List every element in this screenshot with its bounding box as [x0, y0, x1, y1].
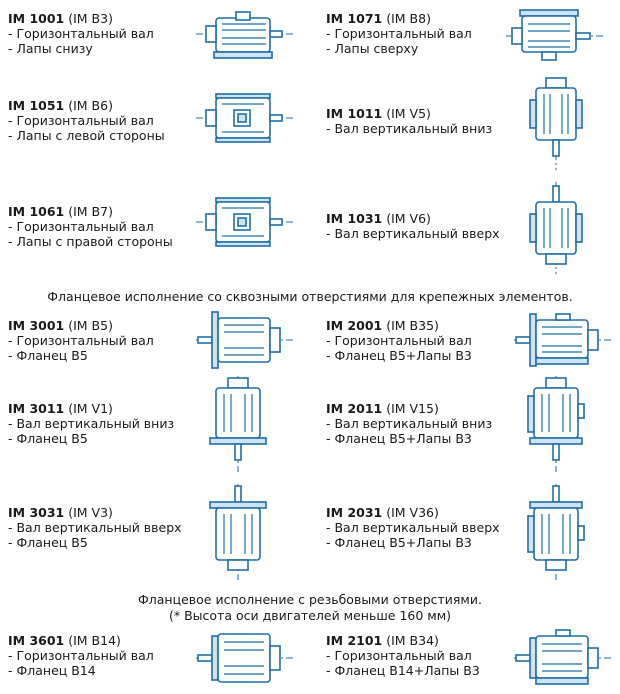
mounting-entry: IM 3031 (IM V3) - Вал вертикальный вверх… — [8, 505, 182, 550]
mounting-line: - Горизонтальный вал — [8, 219, 154, 234]
mounting-code: IM 2001 — [326, 318, 383, 333]
section-note-threaded-holes: Фланцевое исполнение с резьбовыми отверс… — [0, 592, 620, 624]
mounting-line: - Фланец В14 — [8, 663, 96, 678]
mounting-line: - Фланец В14+Лапы В3 — [326, 663, 480, 678]
mounting-standard: (IM V15) — [386, 401, 439, 416]
mounting-line: - Лапы сверху — [326, 41, 419, 56]
mounting-standard: (IM B5) — [68, 318, 113, 333]
mounting-entry: IM 3001 (IM B5) - Горизонтальный вал - Ф… — [8, 318, 154, 363]
mounting-standard: (IM B8) — [386, 11, 431, 26]
motor-foot-left-icon — [196, 93, 296, 143]
mounting-code: IM 3601 — [8, 633, 65, 648]
mounting-code: IM 3001 — [8, 318, 65, 333]
mounting-line: - Фланец В5+Лапы В3 — [326, 431, 472, 446]
mounting-entry: IM 1051 (IM B6) - Горизонтальный вал - Л… — [8, 98, 165, 143]
mounting-code: IM 1071 — [326, 11, 383, 26]
mounting-standard: (IM B35) — [386, 318, 439, 333]
mounting-entry: IM 1031 (IM V6) - Вал вертикальный вверх — [326, 211, 500, 241]
mounting-standard: (IM V1) — [68, 401, 113, 416]
motor-foot-bottom-icon — [196, 11, 296, 59]
mounting-entry: IM 1011 (IM V5) - Вал вертикальный вниз — [326, 106, 492, 136]
motor-flange-b14-foot-icon — [514, 629, 614, 685]
mounting-entry: IM 2101 (IM B34) - Горизонтальный вал - … — [326, 633, 480, 678]
mounting-line: - Горизонтальный вал — [8, 26, 154, 41]
mounting-line: - Фланец В5 — [8, 431, 88, 446]
mounting-standard: (IM V6) — [386, 211, 431, 226]
mounting-entry: IM 3011 (IM V1) - Вал вертикальный вниз … — [8, 401, 174, 446]
mounting-line: - Фланец В5 — [8, 348, 88, 363]
mounting-line: - Горизонтальный вал — [326, 333, 472, 348]
motor-foot-top-icon — [506, 9, 606, 61]
mounting-code: IM 1051 — [8, 98, 65, 113]
motor-shaft-up-icon — [529, 182, 583, 274]
mounting-code: IM 1061 — [8, 204, 65, 219]
mounting-code: IM 3031 — [8, 505, 65, 520]
mounting-standard: (IM B3) — [68, 11, 113, 26]
mounting-line: - Вал вертикальный вниз — [326, 121, 493, 136]
mounting-line: - Фланец В5+Лапы В3 — [326, 535, 472, 550]
motor-shaft-down-icon — [529, 77, 583, 170]
motor-flange-up-icon — [209, 484, 267, 580]
motor-flange-down-icon — [209, 376, 267, 472]
mounting-code: IM 3011 — [8, 401, 65, 416]
mounting-line: - Вал вертикальный вниз — [8, 416, 175, 431]
mounting-code: IM 2031 — [326, 505, 383, 520]
mounting-entry: IM 1001 (IM B3) - Горизонтальный вал - Л… — [8, 11, 154, 56]
mounting-line: - Вал вертикальный вверх — [326, 226, 500, 241]
mounting-code: IM 1011 — [326, 106, 383, 121]
mounting-line: - Лапы с правой стороны — [8, 234, 173, 249]
mounting-standard: (IM B14) — [68, 633, 121, 648]
motor-flange-foot-down-icon — [527, 376, 585, 472]
motor-flange-foot-up-icon — [527, 484, 585, 580]
mounting-line: - Горизонтальный вал — [8, 333, 154, 348]
mounting-code: IM 1031 — [326, 211, 383, 226]
mounting-line: - Вал вертикальный вниз — [326, 416, 493, 431]
mounting-entry: IM 2001 (IM B35) - Горизонтальный вал - … — [326, 318, 472, 363]
mounting-line: - Фланец В5 — [8, 535, 88, 550]
motor-flange-foot-icon — [514, 313, 614, 367]
mounting-code: IM 1001 — [8, 11, 65, 26]
section-note-through-holes: Фланцевое исполнение со сквозными отверс… — [47, 289, 573, 304]
mounting-line: - Вал вертикальный вверх — [8, 520, 182, 535]
mounting-standard: (IM V5) — [386, 106, 431, 121]
mounting-standard: (IM V3) — [68, 505, 113, 520]
mounting-standard: (IM B7) — [68, 204, 113, 219]
mounting-line: - Вал вертикальный вверх — [326, 520, 500, 535]
mounting-line: - Горизонтальный вал — [8, 113, 154, 128]
mounting-line: - Фланец В5+Лапы В3 — [326, 348, 472, 363]
mounting-entry: IM 1071 (IM B8) - Горизонтальный вал - Л… — [326, 11, 472, 56]
mounting-standard: (IM V36) — [386, 505, 439, 520]
mounting-entry: IM 3601 (IM B14) - Горизонтальный вал - … — [8, 633, 154, 678]
mounting-entry: IM 2031 (IM V36) - Вал вертикальный ввер… — [326, 505, 500, 550]
mounting-line: - Горизонтальный вал — [326, 26, 472, 41]
mounting-line: - Лапы снизу — [8, 41, 93, 56]
mounting-code: IM 2011 — [326, 401, 383, 416]
mounting-entry: IM 2011 (IM V15) - Вал вертикальный вниз… — [326, 401, 492, 446]
note-line: Фланцевое исполнение с резьбовыми отверс… — [138, 592, 482, 607]
note-line: (* Высота оси двигателей меньше 160 мм) — [168, 608, 452, 623]
mounting-code: IM 2101 — [326, 633, 383, 648]
motor-flange-b14-icon — [196, 633, 296, 683]
mounting-line: - Лапы с левой стороны — [8, 128, 165, 143]
mounting-line: - Горизонтальный вал — [8, 648, 154, 663]
motor-flange-b5-icon — [196, 311, 296, 369]
mounting-standard: (IM B34) — [386, 633, 439, 648]
motor-foot-right-icon — [196, 197, 296, 247]
mounting-line: - Горизонтальный вал — [326, 648, 472, 663]
mounting-standard: (IM B6) — [68, 98, 113, 113]
mounting-entry: IM 1061 (IM B7) - Горизонтальный вал - Л… — [8, 204, 173, 249]
